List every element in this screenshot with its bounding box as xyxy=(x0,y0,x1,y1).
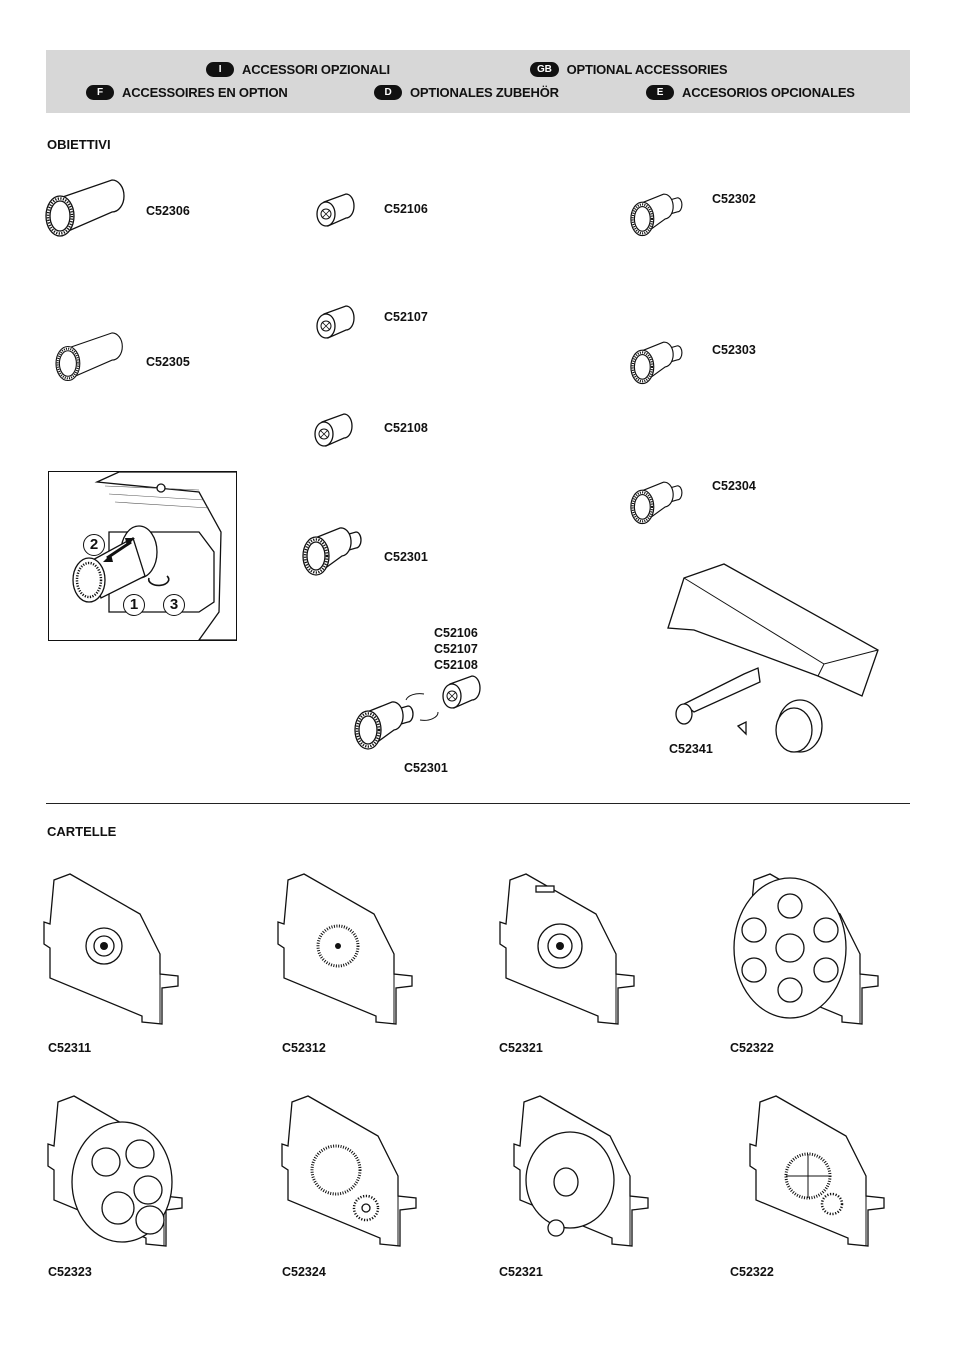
lens-code: C52106 xyxy=(384,202,428,216)
adapter-code: C52107 xyxy=(434,642,478,656)
lens-illustration-c52304 xyxy=(629,481,684,525)
gobo-illustration-c52323 xyxy=(47,1095,183,1247)
lang-de-label: OPTIONALES ZUBEHÖR xyxy=(410,85,559,100)
lens-code: C52302 xyxy=(712,192,756,206)
lang-gb-label: OPTIONAL ACCESSORIES xyxy=(566,62,728,77)
lens-illustration-c52303 xyxy=(629,341,684,385)
adapter-code: C52106 xyxy=(434,626,478,640)
gobo-code: C52323 xyxy=(48,1265,92,1279)
gobo-code: C52321 xyxy=(499,1041,543,1055)
lens-hood-illustration xyxy=(667,563,879,753)
gobo-illustration-c52321-a xyxy=(499,873,635,1025)
lens-code: C52306 xyxy=(146,204,190,218)
lang-de: D OPTIONALES ZUBEHÖR xyxy=(374,85,559,100)
adapter-code: C52108 xyxy=(434,658,478,672)
gobo-code: C52324 xyxy=(282,1265,326,1279)
gobo-code: C52321 xyxy=(499,1265,543,1279)
step-2-marker: 2 xyxy=(83,534,105,556)
badge-es: E xyxy=(646,85,674,100)
step-1-marker: 1 xyxy=(123,594,145,616)
gobo-code: C52322 xyxy=(730,1265,774,1279)
lang-it: I ACCESSORI OPZIONALI xyxy=(206,62,390,77)
lens-illustration-c52302 xyxy=(629,193,684,237)
adapter-lens-code: C52301 xyxy=(404,761,448,775)
lens-illustration-c52305 xyxy=(54,331,124,382)
lens-installation-diagram: 2 1 3 xyxy=(48,471,237,641)
language-header: I ACCESSORI OPZIONALI GB OPTIONAL ACCESS… xyxy=(46,50,910,113)
section-title-gobos: CARTELLE xyxy=(47,824,117,839)
badge-de: D xyxy=(374,85,402,100)
badge-fr: F xyxy=(86,85,114,100)
hood-code: C52341 xyxy=(669,742,713,756)
lang-fr: F ACCESSOIRES EN OPTION xyxy=(86,85,288,100)
lens-code: C52301 xyxy=(384,550,428,564)
lang-it-label: ACCESSORI OPZIONALI xyxy=(242,62,390,77)
lang-es-label: ACCESORIOS OPCIONALES xyxy=(682,85,855,100)
gobo-illustration-c52312 xyxy=(277,873,413,1025)
adapter-assembly-illustration xyxy=(353,675,481,751)
gobo-illustration-c52324 xyxy=(281,1095,417,1247)
gobo-illustration-c52321-b xyxy=(513,1095,649,1247)
lens-code: C52108 xyxy=(384,421,428,435)
gobo-code: C52322 xyxy=(730,1041,774,1055)
lens-illustration-c52107 xyxy=(316,305,355,339)
lens-illustration-c52301 xyxy=(301,526,363,577)
gobo-illustration-c52311 xyxy=(43,873,179,1025)
lens-code: C52107 xyxy=(384,310,428,324)
gobo-code: C52311 xyxy=(48,1041,92,1055)
section-divider xyxy=(46,803,910,804)
lang-gb: GB OPTIONAL ACCESSORIES xyxy=(530,62,728,77)
lang-fr-label: ACCESSOIRES EN OPTION xyxy=(122,85,288,100)
lens-illustration-c52106 xyxy=(316,193,355,227)
gobo-illustration-c52322-b xyxy=(749,1095,885,1247)
gobo-code: C52312 xyxy=(282,1041,326,1055)
lens-code: C52305 xyxy=(146,355,190,369)
section-title-lenses: OBIETTIVI xyxy=(47,137,111,152)
lens-code: C52303 xyxy=(712,343,756,357)
badge-it: I xyxy=(206,62,234,77)
step-3-marker: 3 xyxy=(163,594,185,616)
badge-gb: GB xyxy=(530,62,559,77)
lens-illustration-c52108 xyxy=(314,413,353,447)
lens-code: C52304 xyxy=(712,479,756,493)
projector-illustration xyxy=(72,472,236,640)
lens-illustration-c52306 xyxy=(44,178,126,238)
gobo-illustration-c52322-a xyxy=(733,873,879,1025)
lang-es: E ACCESORIOS OPCIONALES xyxy=(646,85,855,100)
